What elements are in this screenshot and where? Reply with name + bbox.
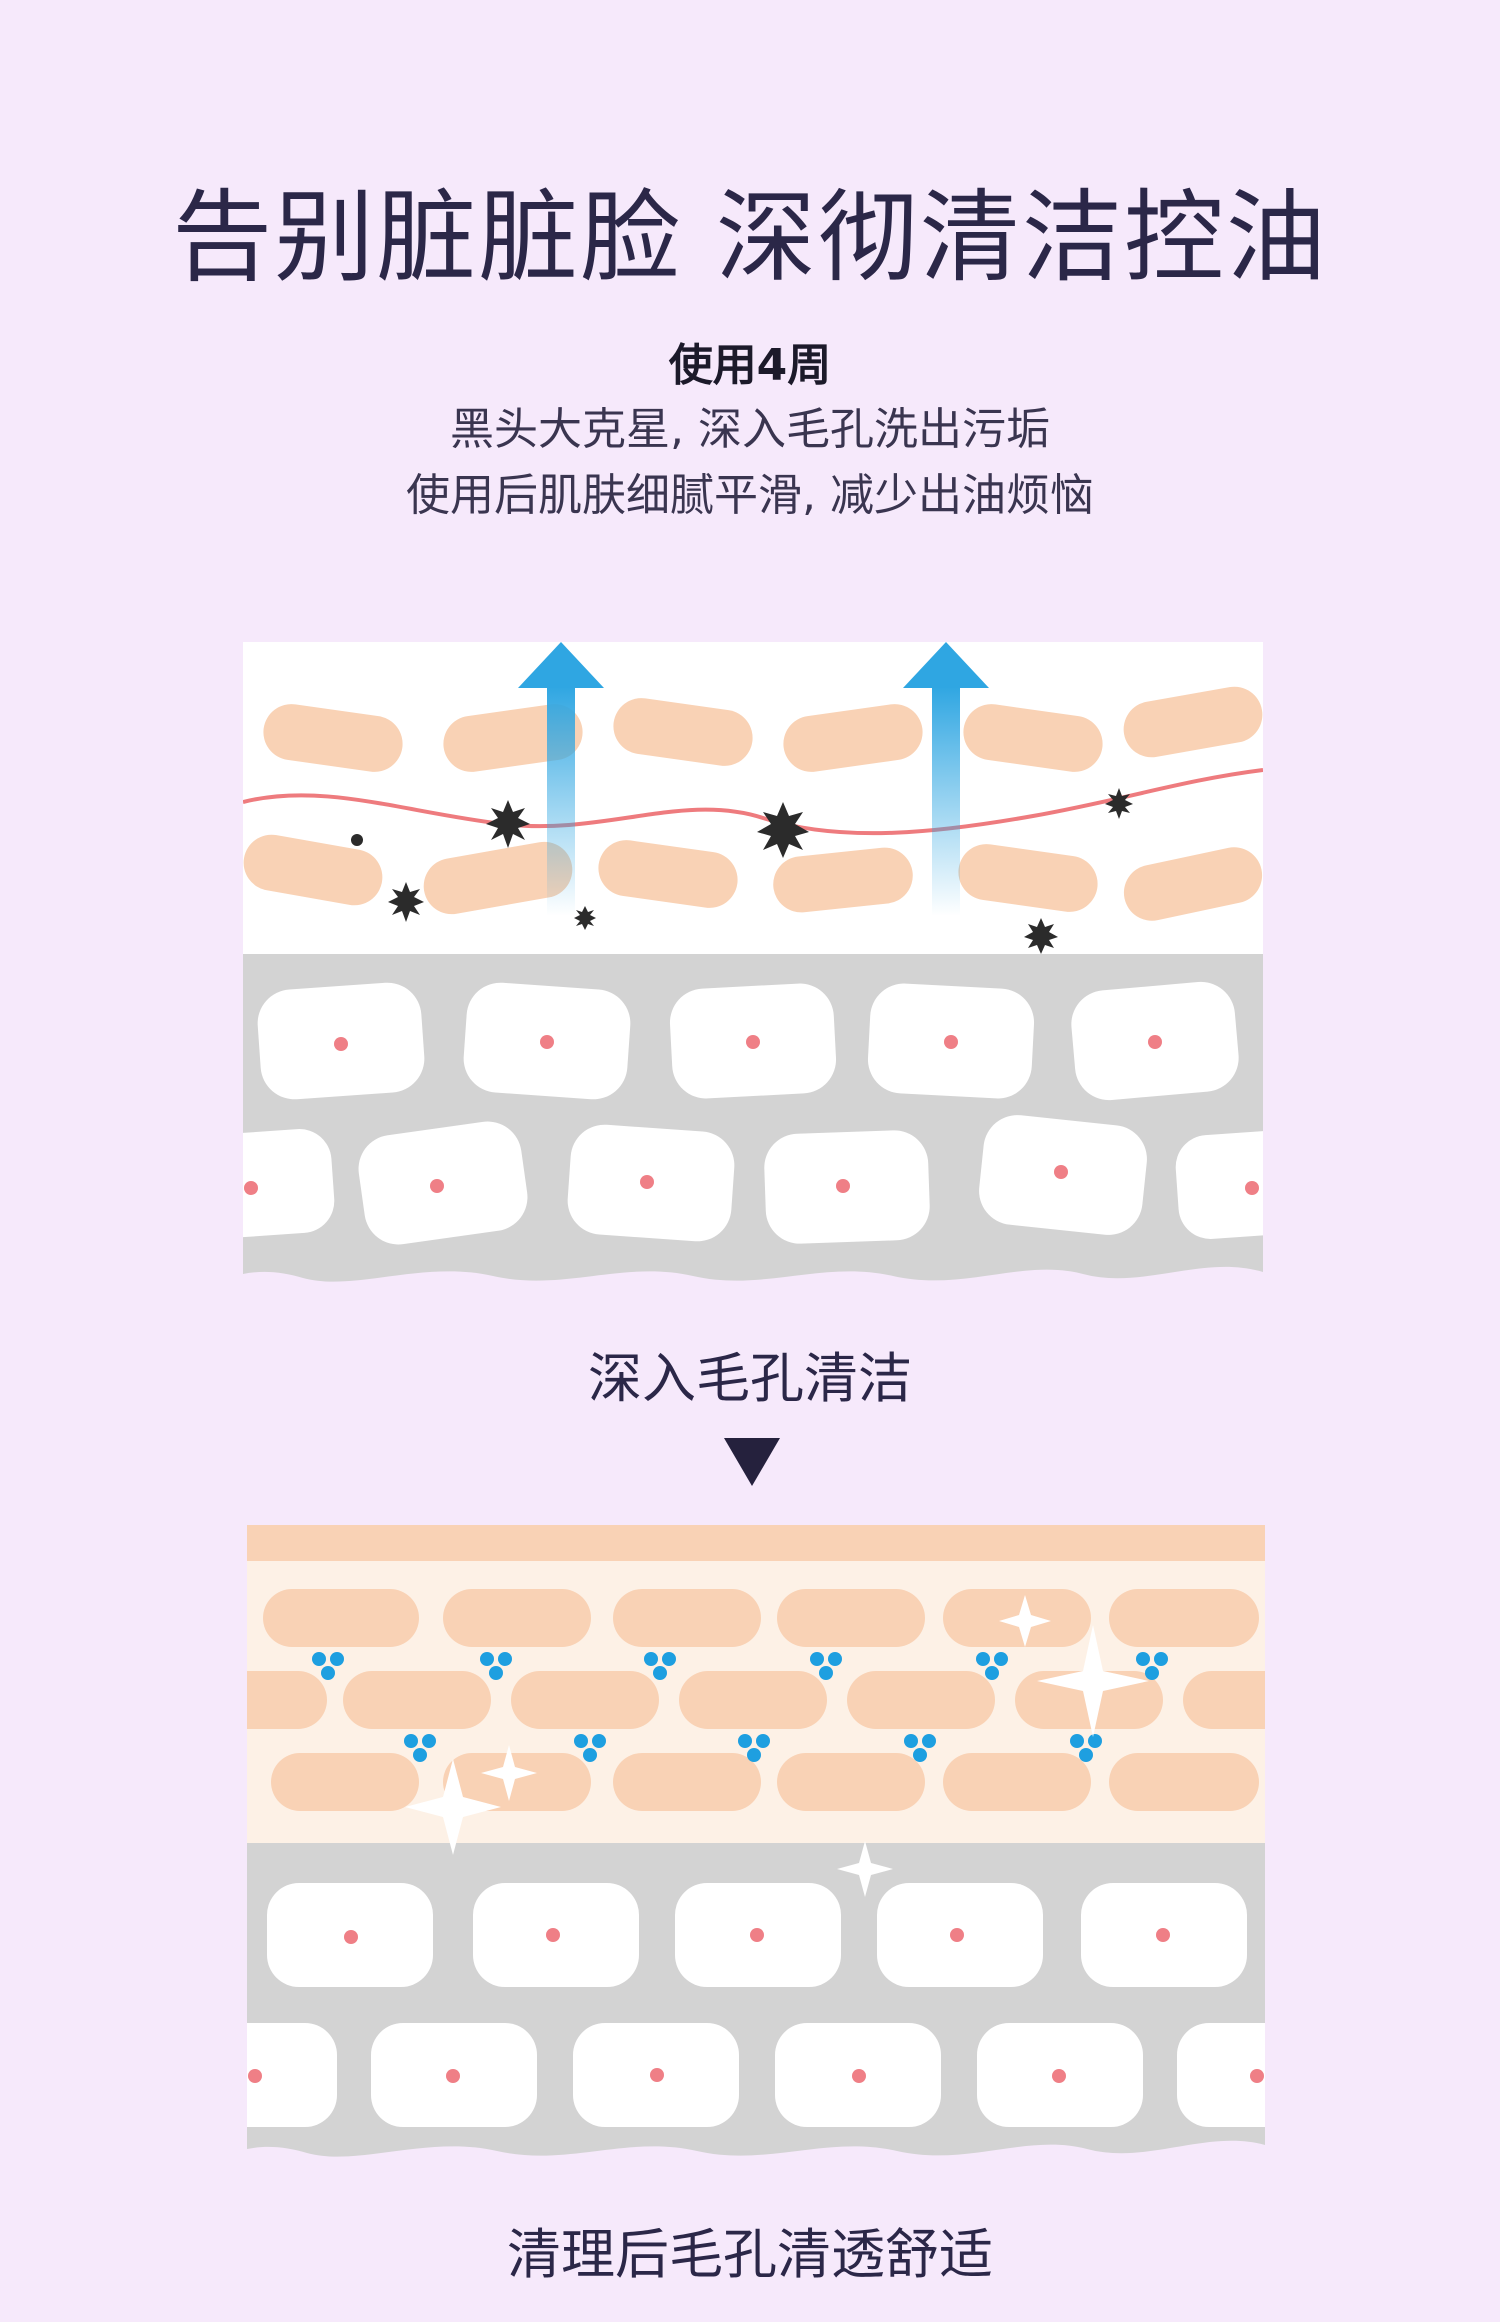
surface-cell xyxy=(598,840,738,908)
vein-line xyxy=(242,768,1264,836)
dirt-particle-icon xyxy=(1105,788,1133,819)
dirt-particle-icon xyxy=(574,906,596,930)
dirt-particle-icon xyxy=(486,800,530,848)
surface-cell xyxy=(773,847,913,913)
dirt-particle-icon xyxy=(1024,918,1058,954)
skin-after-illustration xyxy=(177,1525,1327,2157)
surface-cell xyxy=(613,698,753,766)
caption-pores-clear: 清理后毛孔清透舒适 xyxy=(507,2223,993,2286)
surface-cell xyxy=(243,834,383,906)
surface-cell xyxy=(783,704,923,772)
surface-cell xyxy=(423,841,573,915)
dermis-cell xyxy=(181,1129,335,1239)
dirt-particles xyxy=(351,788,1133,954)
surface-cell xyxy=(1123,847,1263,921)
skin-before-diagram xyxy=(181,642,1329,1318)
epidermis-layer xyxy=(243,642,1263,954)
skin-after-diagram xyxy=(177,1525,1327,2195)
dirt-particle-icon xyxy=(351,834,363,846)
dirt-particle-icon xyxy=(757,802,809,858)
surface-cell xyxy=(263,704,403,772)
droplet-cluster-icon xyxy=(312,1652,1168,1762)
sparkle-icon xyxy=(405,1595,1149,1897)
benefit-line-2: 使用后肌肤细腻平滑, 减少出油烦恼 xyxy=(406,470,1094,521)
surface-band xyxy=(247,1525,1265,1561)
page-title: 告别脏脏脸 深彻清洁控油 xyxy=(172,179,1328,296)
surface-cells xyxy=(243,686,1263,921)
surface-cell xyxy=(963,704,1103,772)
triangle-down-icon xyxy=(724,1438,780,1486)
cell-nuclei xyxy=(244,1035,1259,1195)
cell-nuclei xyxy=(248,1928,1264,2083)
benefit-line-1: 黑头大克星, 深入毛孔洗出污垢 xyxy=(450,404,1050,455)
surface-cell xyxy=(1123,686,1263,758)
clean-cells xyxy=(207,1589,1293,1811)
arrow-up-icon xyxy=(518,642,604,916)
skin-before-illustration xyxy=(181,642,1329,1282)
surface-cell xyxy=(958,844,1098,912)
usage-period: 使用4周 xyxy=(668,340,832,391)
caption-deep-clean: 深入毛孔清洁 xyxy=(588,1347,912,1410)
dirt-particle-icon xyxy=(388,882,424,922)
arrow-up-icon xyxy=(903,642,989,916)
